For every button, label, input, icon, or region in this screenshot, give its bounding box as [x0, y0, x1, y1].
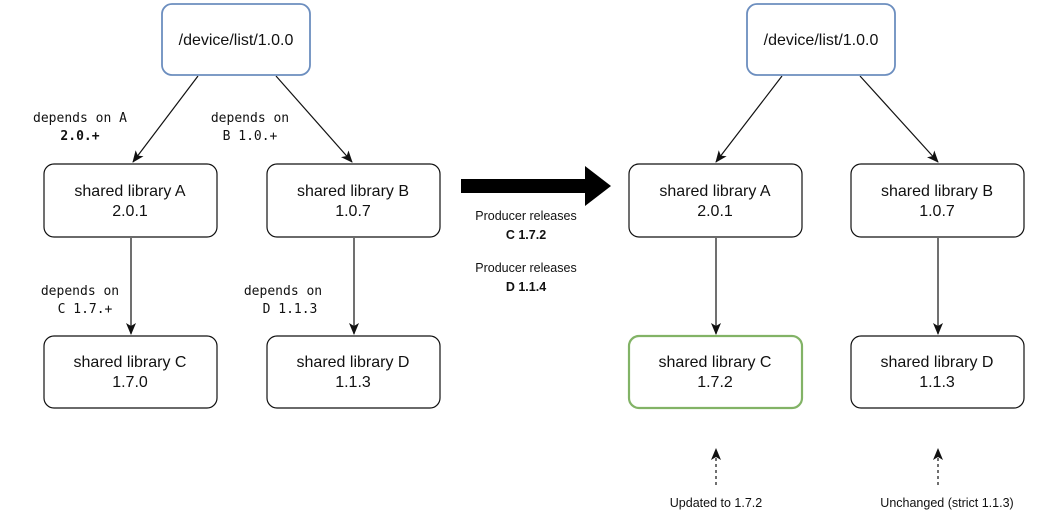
transition-arrow [461, 166, 611, 206]
library-a-right-name: shared library A [659, 183, 770, 200]
library-a-left-name: shared library A [74, 183, 185, 200]
library-a-node-left [43, 163, 218, 238]
edge-label-root-b-line2: B 1.0.+ [223, 129, 278, 144]
library-c-right-name: shared library C [659, 354, 772, 371]
edge-root-to-a [132, 75, 199, 163]
edge-root-to-b [275, 75, 353, 163]
root-node-right-label: /device/list/1.0.0 [764, 32, 879, 49]
edge-label-b-d-line1: depends on [244, 284, 322, 299]
library-d-right-name: shared library D [881, 354, 994, 371]
library-b-right-name: shared library B [881, 183, 993, 200]
library-b-left-name: shared library B [297, 183, 409, 200]
library-d-left-version: 1.1.3 [335, 374, 371, 391]
note-c-updated: Updated to 1.7.2 [670, 496, 762, 510]
library-c-node-left [43, 335, 218, 409]
root-node-left-label: /device/list/1.0.0 [179, 32, 294, 49]
release-c-label: Producer releases [475, 209, 576, 223]
edge-label-root-b-line1: depends on [211, 111, 289, 126]
edge-root-to-a-right [715, 75, 783, 163]
edge-label-root-a-line1: depends on A [33, 111, 127, 126]
edge-label-b-d-line2: D 1.1.3 [263, 302, 318, 317]
library-d-right-version: 1.1.3 [919, 374, 955, 391]
library-a-right-version: 2.0.1 [697, 203, 733, 220]
edge-label-root-a-line2: 2.0.+ [60, 129, 99, 144]
library-b-node-right [850, 163, 1025, 238]
edge-root-to-b-right [859, 75, 939, 163]
left-diagram: depends on A 2.0.+ depends on B 1.0.+ de… [33, 3, 441, 409]
library-a-left-version: 2.0.1 [112, 203, 148, 220]
library-c-left-version: 1.7.0 [112, 374, 148, 391]
library-a-node-right [628, 163, 803, 238]
edge-label-a-c-line1: depends on [41, 284, 119, 299]
library-d-node-right [850, 335, 1025, 409]
release-d-label: Producer releases [475, 261, 576, 275]
library-b-node-left [266, 163, 441, 238]
library-c-left-name: shared library C [74, 354, 187, 371]
root-node-left [161, 3, 311, 76]
release-c-value: C 1.7.2 [506, 228, 546, 242]
library-b-right-version: 1.0.7 [919, 203, 955, 220]
library-b-left-version: 1.0.7 [335, 203, 371, 220]
release-d-value: D 1.1.4 [506, 280, 546, 294]
library-c-right-version: 1.7.2 [697, 374, 733, 391]
note-d-unchanged: Unchanged (strict 1.1.3) [880, 496, 1013, 510]
library-d-node-left [266, 335, 441, 409]
library-c-node-right-updated [627, 334, 804, 410]
right-diagram: /device/list/1.0.0 shared library A 2.0.… [627, 3, 1025, 510]
root-node-right [746, 3, 896, 76]
transition: Producer releases C 1.7.2 Producer relea… [461, 166, 611, 294]
library-d-left-name: shared library D [297, 354, 410, 371]
edge-label-a-c-line2: C 1.7.+ [58, 302, 113, 317]
